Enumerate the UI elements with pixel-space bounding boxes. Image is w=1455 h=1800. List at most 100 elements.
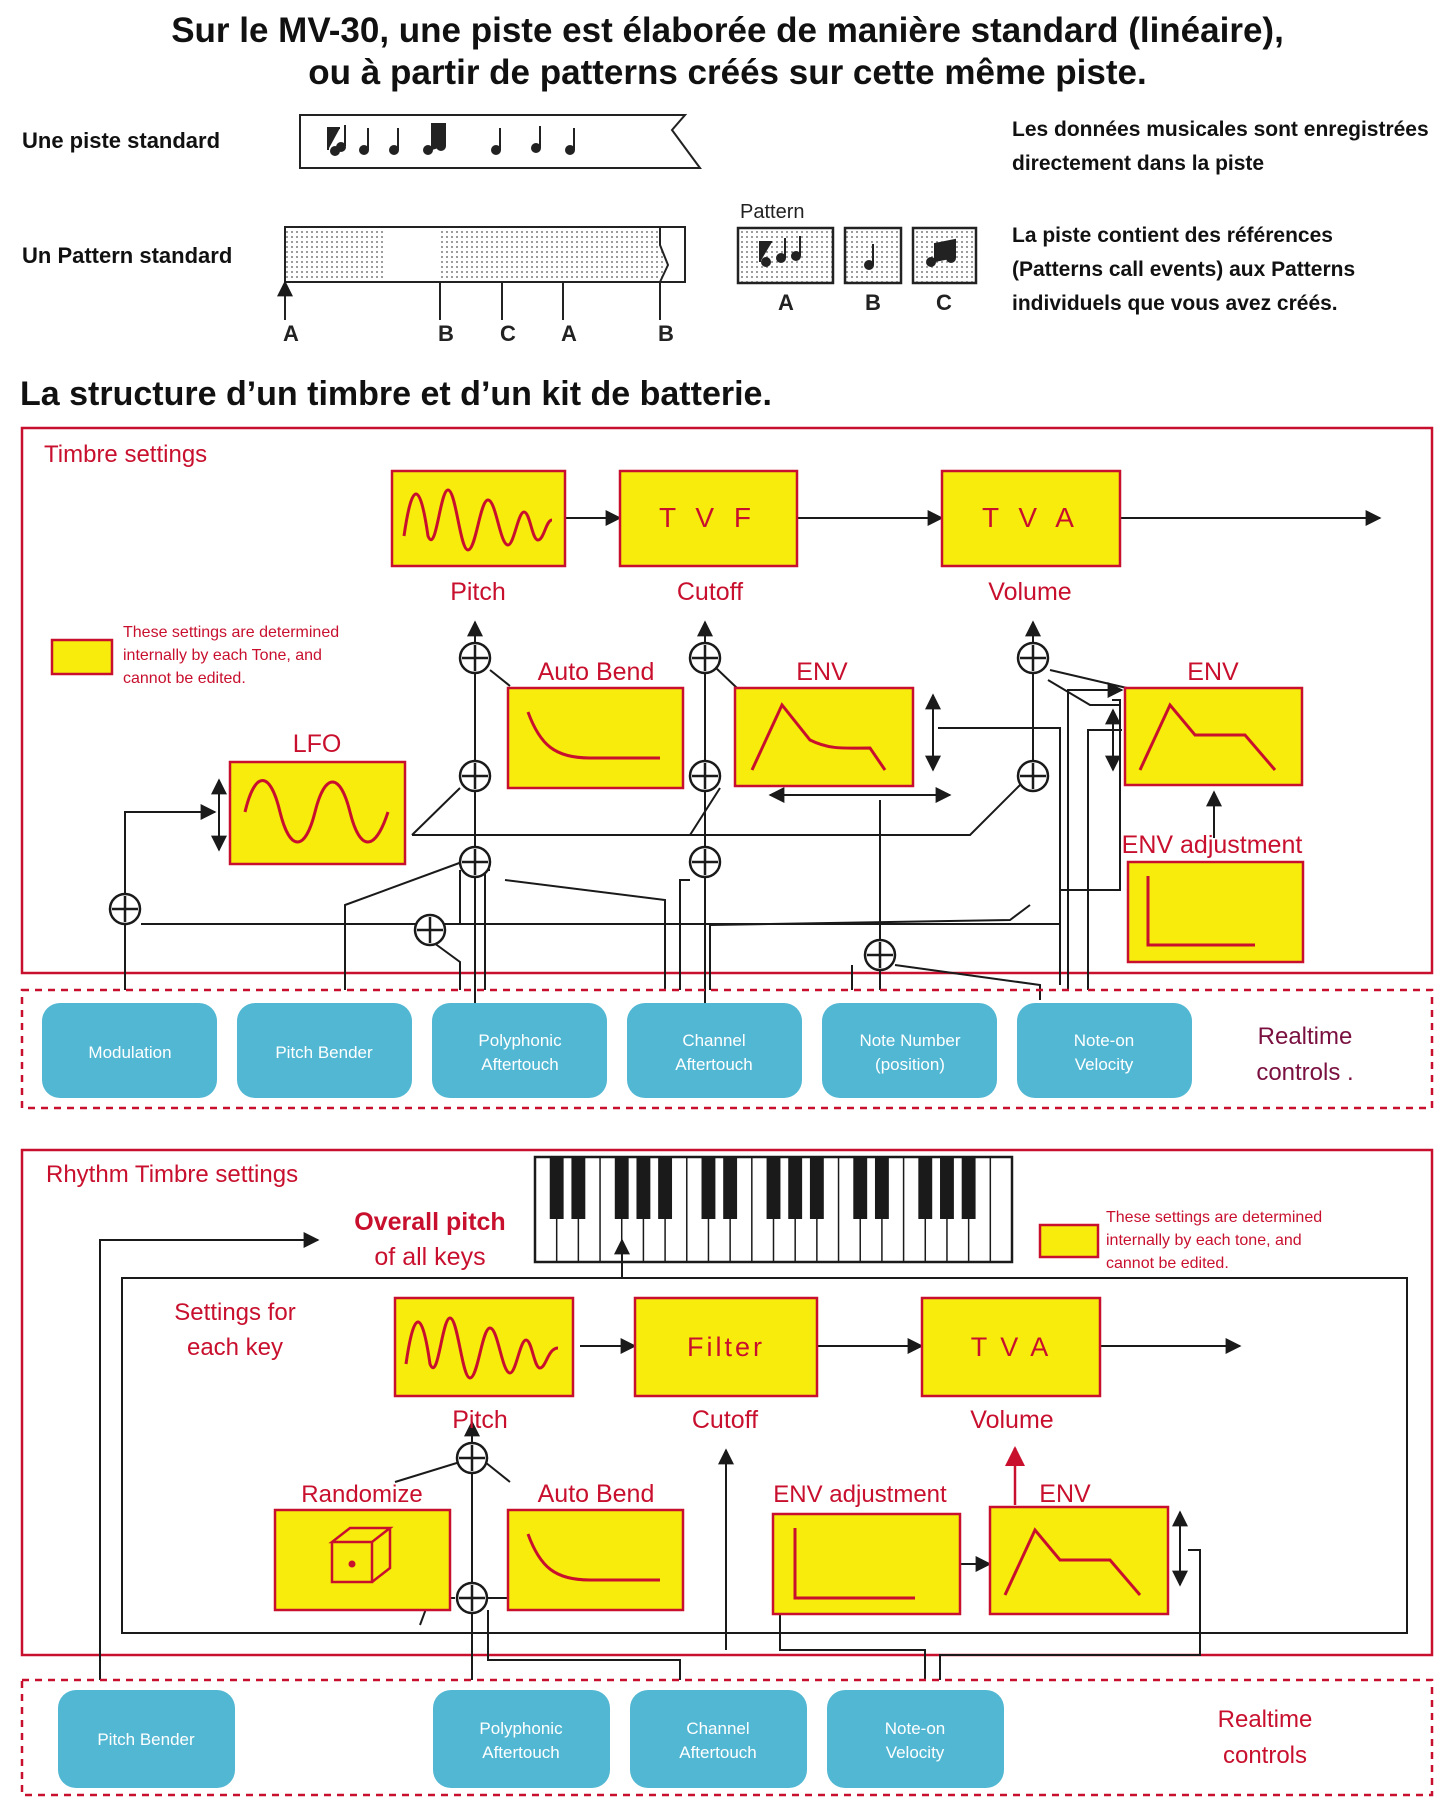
desc-pattern-line-3: individuels que vous avez créés. [1012, 292, 1338, 315]
rhythm-volume-label: Volume [970, 1406, 1053, 1434]
legend-line: These settings are determined [123, 624, 339, 641]
legend-line: internally by each tone, and [1106, 1232, 1302, 1249]
black-key [918, 1157, 933, 1219]
tvf-block [618, 469, 799, 568]
env1-label: ENV [796, 658, 848, 686]
env-adjustment-label: ENV adjustment [1122, 831, 1303, 859]
desc-pattern-line-2: (Patterns call events) aux Patterns [1012, 258, 1356, 281]
black-key [766, 1157, 781, 1219]
header-line-2: ou à partir de patterns créés sur cette … [308, 53, 1147, 92]
control-pitch-bender [58, 1690, 235, 1788]
legend-swatch [50, 638, 114, 676]
rhythm-pitch-label: Pitch [452, 1406, 508, 1434]
pitch-label: Pitch [450, 578, 506, 606]
control-polyphonic-aftertouch [432, 1003, 607, 1098]
pattern-box-label: B [865, 290, 881, 315]
control-pitch-bender [237, 1003, 412, 1098]
control-label: Polyphonic [478, 1031, 562, 1050]
black-key [549, 1157, 564, 1219]
standard-track-label: Une piste standard [22, 128, 221, 153]
env2-label: ENV [1187, 658, 1239, 686]
env1-block [733, 686, 915, 788]
control-label: Aftertouch [482, 1743, 560, 1762]
black-key [940, 1157, 954, 1219]
track-marker: B [658, 321, 674, 346]
track-marker: B [438, 321, 454, 346]
control-note-on-velocity [827, 1690, 1004, 1788]
black-key [788, 1157, 803, 1219]
filter-label: Filter [687, 1332, 765, 1362]
rhythm-pitch-block [393, 1296, 575, 1398]
standard-track-strip [299, 114, 702, 169]
rhythm-env-adjustment-label: ENV adjustment [773, 1481, 947, 1508]
pattern-box-label: A [778, 290, 794, 315]
standard-pattern-label: Un Pattern standard [22, 243, 233, 268]
overall-pitch-label: of all keys [374, 1243, 485, 1271]
legend-line: These settings are determined [1106, 1209, 1322, 1226]
pattern-heading: Pattern [740, 201, 804, 223]
control-label: Pitch Bender [275, 1043, 373, 1062]
legend-line: cannot be edited. [1106, 1255, 1229, 1272]
rhythm-auto-bend-block [506, 1508, 685, 1612]
black-key [874, 1157, 889, 1219]
rhythm-tva-label: T V A [971, 1332, 1052, 1362]
tva-block [940, 469, 1122, 568]
summing-nodes [455, 1441, 489, 1615]
track-marker: C [500, 321, 516, 346]
control-label: Aftertouch [679, 1743, 757, 1762]
control-channel-aftertouch [630, 1690, 807, 1788]
control-label: Channel [682, 1031, 745, 1050]
summing-nodes [108, 641, 1050, 972]
control-label: Polyphonic [479, 1719, 563, 1738]
timbre-title: Timbre settings [44, 441, 207, 468]
control-note-on-velocity [1017, 1003, 1192, 1098]
control-modulation [42, 1003, 217, 1098]
realtime-label: controls [1223, 1742, 1307, 1769]
settings-per-key-label: each key [187, 1334, 283, 1361]
desc-pattern-line-1: La piste contient des références [1012, 224, 1333, 247]
cutoff-label: Cutoff [677, 578, 743, 606]
control-label: Channel [686, 1719, 749, 1738]
legend-swatch [1038, 1223, 1100, 1259]
control-label: Velocity [1075, 1055, 1134, 1074]
structure-heading: La structure d’un timbre et d’un kit de … [20, 375, 772, 413]
control-label: Note-on [885, 1719, 945, 1738]
keyboard-graphic [533, 1155, 1014, 1264]
rhythm-auto-bend-label: Auto Bend [538, 1480, 655, 1508]
rhythm-controls: Pitch Bender Polyphonic Aftertouch Chann… [58, 1690, 1004, 1788]
pattern-boxes: Pattern A B C [736, 201, 978, 315]
realtime-label: controls . [1256, 1059, 1353, 1086]
rhythm-title: Rhythm Timbre settings [46, 1161, 298, 1188]
volume-label: Volume [988, 578, 1071, 606]
tvf-label: T V F [659, 502, 757, 533]
overall-pitch-label: Overall pitch [354, 1208, 505, 1236]
control-label: Aftertouch [481, 1055, 559, 1074]
lfo-label: LFO [293, 730, 342, 758]
auto-bend-block [506, 686, 685, 790]
rhythm-tva-block [920, 1296, 1102, 1398]
filter-block [633, 1296, 819, 1398]
rhythm-settings-panel: Rhythm Timbre settings Overall pitch of … [20, 1148, 1434, 1797]
black-key [658, 1157, 673, 1219]
timbre-controls: Modulation Pitch Bender Polyphonic After… [42, 1003, 1192, 1098]
control-polyphonic-aftertouch [433, 1690, 610, 1788]
black-key [636, 1157, 651, 1219]
randomize-label: Randomize [301, 1481, 422, 1508]
black-key [961, 1157, 976, 1219]
pattern-box-label: C [936, 290, 952, 315]
randomize-block [273, 1508, 452, 1612]
control-channel-aftertouch [627, 1003, 802, 1098]
control-label: Velocity [886, 1743, 945, 1762]
realtime-label: Realtime [1258, 1023, 1353, 1050]
header-line-1: Sur le MV-30, une piste est élaborée de … [171, 11, 1284, 50]
rhythm-cutoff-label: Cutoff [692, 1406, 758, 1434]
black-key [723, 1157, 738, 1219]
realtime-label: Realtime [1218, 1706, 1313, 1733]
control-label: Aftertouch [675, 1055, 753, 1074]
control-label: Note Number [859, 1031, 960, 1050]
track-marker: A [283, 321, 299, 346]
black-key [809, 1157, 824, 1219]
black-key [853, 1157, 868, 1219]
settings-per-key-label: Settings for [174, 1299, 295, 1326]
